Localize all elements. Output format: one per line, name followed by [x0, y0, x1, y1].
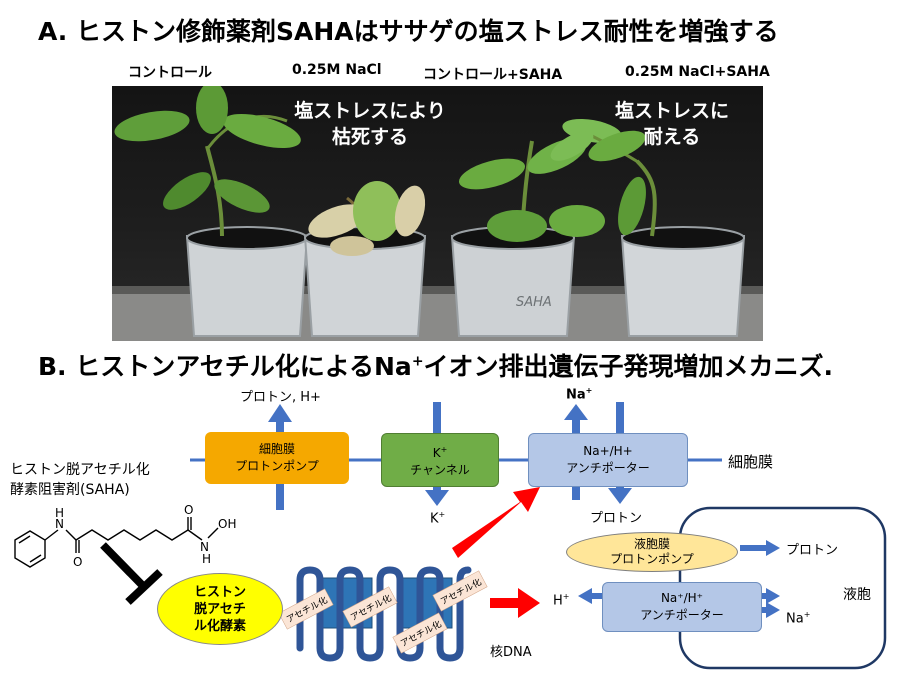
vac-na-sup: + — [803, 610, 811, 619]
vac-anti-line1: Na⁺/H⁺ — [660, 591, 704, 605]
photo-text-tolerate-line2: 耐える — [643, 126, 701, 148]
k-channel-line2: チャンネル — [410, 463, 470, 477]
proton-top-label: プロトン, H+ — [240, 390, 321, 405]
hdac-line1: ヒストン — [193, 584, 246, 600]
na-top-label: Na+ — [566, 386, 592, 402]
vac-right-arrowhead-1 — [766, 588, 780, 604]
photo-text-tolerate: 塩ストレスに 耐える — [597, 98, 747, 150]
inhibitor-line1: ヒストン脱アセチル化 — [10, 462, 150, 478]
saha-structure — [14, 517, 219, 568]
inhibitor-label: ヒストン脱アセチル化 酵素阻害剤(SAHA) — [10, 460, 150, 500]
condition-label-nacl-saha: 0.25M NaCl+SAHA — [625, 64, 770, 80]
vac-pump-line1: 液胞膜 — [633, 537, 670, 551]
vac-pump-arrowhead — [766, 540, 780, 556]
plant-2 — [308, 181, 426, 256]
k-channel-line1: K+ — [433, 441, 448, 462]
hdac-line2: 脱アセチ — [194, 601, 246, 617]
cell-membrane-proton-pump: 細胞膜 プロトンポンプ — [205, 432, 349, 484]
saha-atom-h1: H — [55, 506, 64, 520]
na-arrowhead — [564, 404, 588, 420]
proton-mid-label: プロトン — [590, 511, 643, 526]
saha-atom-oh: OH — [218, 517, 236, 531]
condition-label-control: コントロール — [128, 65, 212, 81]
red-arrow-right — [490, 588, 540, 618]
saha-atom-o1: O — [73, 555, 82, 569]
vac-na-text: Na — [786, 611, 804, 627]
h-arrowhead — [608, 488, 632, 504]
pump-line2: プロトンポンプ — [235, 459, 319, 473]
panel-b-title-sup: + — [411, 353, 424, 370]
nucleus-dna-label: 核DNA — [490, 645, 532, 660]
k-out-label: K+ — [430, 510, 445, 526]
vacuole-proton-label: プロトン — [786, 543, 839, 558]
k-out-text: K — [430, 511, 439, 527]
na-top-text: Na — [566, 387, 586, 403]
k-arrowhead — [425, 490, 449, 506]
k-out-sup: + — [438, 510, 446, 519]
vacuole-proton-pump: 液胞膜 プロトンポンプ — [566, 532, 738, 572]
red-arrow-diagonal — [452, 487, 540, 558]
k-channel-k: K — [432, 446, 441, 460]
cell-membrane-antiporter: Na+/H+ アンチポーター — [528, 433, 688, 487]
vac-anti-line2: アンチポーター — [640, 608, 724, 622]
inhibitor-line2: 酵素阻害剤(SAHA) — [10, 482, 130, 498]
photo-text-wilt: 塩ストレスにより 枯死する — [275, 98, 465, 150]
condition-label-control-saha: コントロール+SAHA — [423, 67, 563, 83]
plant-photo: SAHA — [112, 86, 763, 341]
pump-line1: 細胞膜 — [258, 442, 295, 456]
saha-atom-n2: N — [200, 540, 209, 554]
saha-atom-n1: N — [55, 517, 64, 531]
pump-arrowhead — [268, 404, 292, 422]
inhibition-line — [100, 542, 148, 591]
h-plus-label: H+ — [553, 592, 569, 608]
vac-pump-line2: プロトンポンプ — [610, 552, 694, 566]
vac-h-arrowhead — [578, 588, 592, 604]
antiporter-top-line2: アンチポーター — [566, 461, 650, 475]
na-top-sup: + — [585, 386, 593, 395]
k-channel-sup: + — [440, 445, 448, 454]
saha-atom-o2: O — [184, 503, 193, 517]
plant-1 — [114, 86, 301, 237]
vacuole-na-label: Na+ — [786, 610, 810, 626]
cell-membrane-label: 細胞膜 — [728, 453, 774, 471]
photo-text-tolerate-line1: 塩ストレスに — [614, 100, 729, 122]
antiporter-top-line1: Na+/H+ — [583, 444, 633, 458]
vacuole-antiporter: Na⁺/H⁺ アンチポーター — [602, 582, 762, 632]
plant-4 — [550, 130, 657, 237]
vac-na-arrowhead — [766, 602, 780, 618]
k-channel: K+ チャンネル — [381, 433, 499, 487]
hdac-line3: ル化酵素 — [193, 618, 246, 634]
panel-a-title: A. ヒストン修飾薬剤SAHAはササゲの塩ストレス耐性を増強する — [38, 17, 779, 46]
panel-b-title: B. ヒストンアセチル化によるNa+イオン排出遺伝子発現増加メカニズ. — [38, 347, 833, 383]
vacuole-label: 液胞 — [843, 587, 871, 603]
saha-atom-h2: H — [202, 552, 211, 566]
inhibition-bar — [125, 569, 163, 605]
photo-text-wilt-line2: 枯死する — [331, 126, 408, 148]
h-plus-text: H — [553, 593, 563, 609]
condition-label-nacl: 0.25M NaCl — [292, 62, 382, 78]
pot-3-label: SAHA — [516, 295, 552, 310]
panel-b-title-suffix: イオン排出遺伝子発現増加メカニズ. — [423, 352, 834, 381]
panel-b-title-prefix: B. ヒストンアセチル化によるNa — [38, 352, 412, 381]
plant-photo-drawing: SAHA — [112, 86, 763, 341]
photo-text-wilt-line1: 塩ストレスにより — [294, 100, 446, 122]
hdac-ellipse: ヒストン 脱アセチ ル化酵素 — [157, 573, 283, 645]
h-plus-sup: + — [562, 592, 570, 601]
